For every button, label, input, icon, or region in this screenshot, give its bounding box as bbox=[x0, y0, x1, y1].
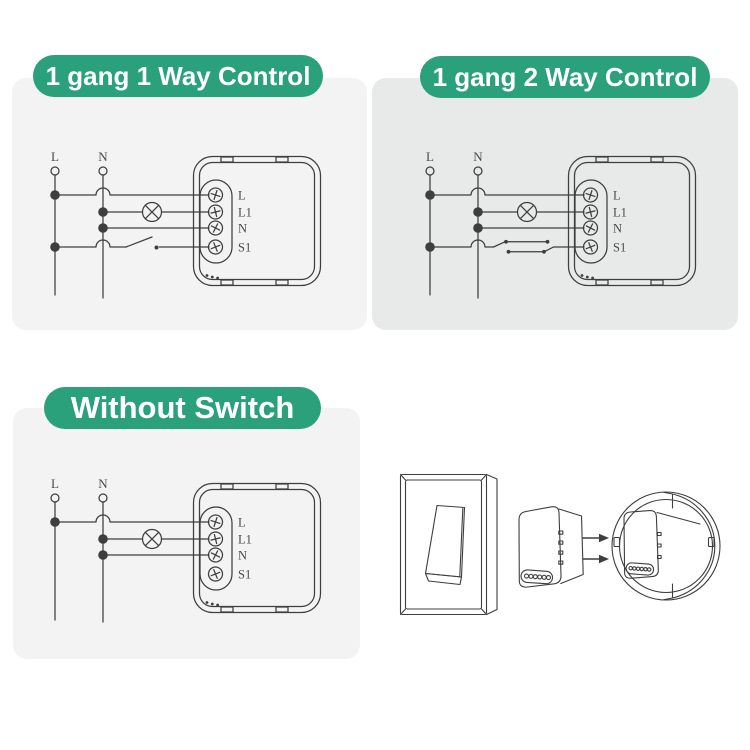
terminal-label-L1: L1 bbox=[238, 206, 252, 220]
panel-without-switch bbox=[13, 408, 360, 659]
neutral-wire-label: N bbox=[98, 149, 108, 164]
live-wire-label: L bbox=[51, 476, 59, 491]
panel-1gang-2way bbox=[372, 78, 738, 330]
banner-title: 1 gang 2 Way Control bbox=[432, 61, 698, 92]
banner-1gang-1way: 1 gang 1 Way Control bbox=[33, 55, 323, 97]
terminal-label-S1: S1 bbox=[238, 568, 251, 582]
smart-switch-module: L L1 N S1 bbox=[192, 155, 322, 287]
smart-switch-module: L L1 N S1 bbox=[192, 482, 322, 614]
lamp-icon bbox=[102, 528, 210, 550]
switch-2way-symbol bbox=[429, 239, 585, 254]
terminal-label-N: N bbox=[238, 222, 247, 236]
banner-without-switch: Without Switch bbox=[44, 387, 321, 429]
module-body bbox=[192, 482, 322, 614]
neutral-wire: N bbox=[98, 149, 108, 299]
wire-to-L bbox=[429, 187, 585, 196]
live-wire-label: L bbox=[51, 149, 59, 164]
module-body bbox=[192, 155, 322, 287]
terminal-label-L: L bbox=[238, 516, 246, 530]
relay-module-3d bbox=[518, 506, 584, 588]
terminal-label-L1: L1 bbox=[613, 206, 627, 220]
terminal-strip bbox=[625, 562, 655, 576]
live-wire: L bbox=[50, 476, 60, 621]
terminal-label-N: N bbox=[613, 222, 622, 236]
live-wire: L bbox=[425, 149, 435, 296]
switch-1way-symbol bbox=[54, 236, 210, 250]
banner-1gang-2way: 1 gang 2 Way Control bbox=[420, 56, 710, 98]
panel-1gang-1way bbox=[12, 78, 367, 330]
module-in-box bbox=[623, 510, 662, 579]
terminal-label-N: N bbox=[238, 549, 247, 563]
neutral-wire: N bbox=[473, 149, 483, 299]
wall-switch-plate bbox=[399, 473, 498, 616]
installation-illustration bbox=[399, 473, 721, 616]
terminal-label-L: L bbox=[238, 189, 246, 203]
lamp-icon bbox=[102, 201, 210, 223]
install-direction-arrows bbox=[582, 533, 609, 564]
rocker-switch bbox=[424, 504, 466, 586]
banner-title: 1 gang 1 Way Control bbox=[45, 60, 311, 91]
terminal-label-L: L bbox=[613, 189, 621, 203]
neutral-wire: N bbox=[98, 476, 108, 623]
wiring-diagram-1gang-1way: L N bbox=[50, 149, 322, 299]
neutral-wire-label: N bbox=[98, 476, 108, 491]
arrow-right-icon bbox=[599, 533, 609, 543]
banner-title: Without Switch bbox=[70, 390, 295, 425]
wiring-diagram-1gang-2way: L N bbox=[425, 149, 697, 299]
wiring-diagram-without-switch: L N L L1 N bbox=[50, 476, 322, 623]
live-wire-label: L bbox=[426, 149, 434, 164]
terminal-label-L1: L1 bbox=[238, 533, 252, 547]
module-body bbox=[567, 155, 697, 287]
arrow-right-icon bbox=[599, 554, 609, 564]
smart-switch-module: L L1 N S1 bbox=[567, 155, 697, 287]
wire-to-L bbox=[54, 514, 210, 523]
neutral-wire-label: N bbox=[473, 149, 483, 164]
lamp-icon bbox=[477, 201, 585, 223]
live-wire: L bbox=[50, 149, 60, 296]
round-mounting-box bbox=[611, 491, 721, 601]
terminal-strip bbox=[520, 569, 554, 585]
terminal-label-S1: S1 bbox=[613, 241, 626, 255]
wire-to-L bbox=[54, 187, 210, 196]
terminal-label-S1: S1 bbox=[238, 241, 251, 255]
